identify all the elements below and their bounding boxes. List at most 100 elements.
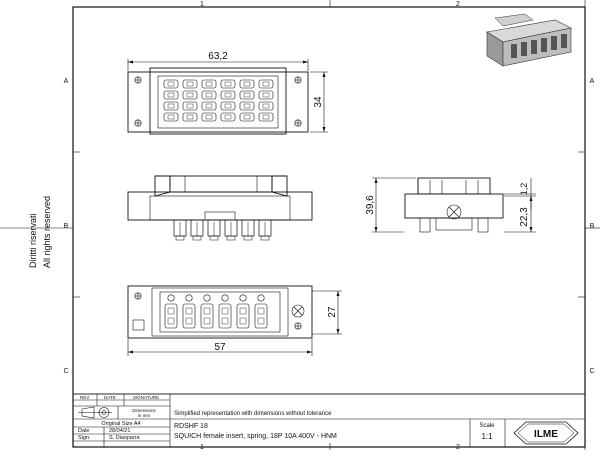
- original-size: Original Size A4: [101, 421, 140, 427]
- top-contact-cavity: [163, 90, 179, 100]
- sign-value: S. Diasparra: [109, 435, 141, 441]
- top-view-screws: [134, 76, 302, 127]
- scale-label: Scale: [479, 423, 495, 429]
- scale-value: 1:1: [481, 432, 493, 441]
- top-contact-spring: [167, 114, 175, 120]
- top-view: 63,2 34: [127, 51, 328, 135]
- front-view: [127, 175, 313, 241]
- top-contact-cavity: [163, 112, 179, 122]
- dim-side-small: 1,2: [519, 183, 529, 196]
- row-label-c-left: C: [63, 368, 68, 375]
- top-contact-spring: [243, 81, 251, 87]
- bottom-contact-spring: [167, 307, 175, 315]
- rights-note: All rights reserved: [42, 195, 52, 268]
- col-label-1-bottom: 1: [200, 444, 204, 450]
- top-contact-cavity: [239, 90, 255, 100]
- top-contact-spring: [205, 114, 213, 120]
- top-contact-cavity: [201, 79, 217, 89]
- bottom-contact-spring: [257, 307, 265, 315]
- top-contact-cavity: [182, 101, 198, 111]
- row-label-c-right: C: [589, 368, 594, 375]
- top-contact-spring: [167, 81, 175, 87]
- top-contact-cavity: [220, 79, 236, 89]
- bottom-contact-spring: [257, 317, 265, 325]
- top-contact-spring: [205, 103, 213, 109]
- top-contact-spring: [224, 81, 232, 87]
- top-contact-cavity: [182, 112, 198, 122]
- top-contact-cavity: [182, 79, 198, 89]
- top-contact-spring: [224, 103, 232, 109]
- top-contact-cavity: [258, 79, 274, 89]
- front-contact-tip: [192, 235, 202, 241]
- top-contact-spring: [262, 81, 270, 87]
- sign-label: Sign.: [78, 435, 91, 441]
- bottom-contact-spring: [239, 317, 247, 325]
- dimensions-unit: in mm: [138, 413, 151, 418]
- bottom-contact-hole: [185, 294, 193, 302]
- col-label-2-bottom: 2: [456, 444, 460, 450]
- dim-bottom-width: 57: [214, 342, 226, 353]
- rev-header-rev: REV.: [80, 395, 90, 400]
- bottom-contact-cavity: [164, 303, 178, 329]
- bottom-contact-cavity: [218, 303, 232, 329]
- dimensions-label: Dimensions: [132, 408, 156, 413]
- bottom-contact-spring: [221, 317, 229, 325]
- top-contact-spring: [186, 114, 194, 120]
- bottom-contact-hole: [257, 294, 265, 302]
- bottom-contact-hole: [167, 294, 175, 302]
- date-label: Date: [78, 428, 90, 434]
- bottom-contact-spring: [185, 307, 193, 315]
- front-contact-tip: [209, 235, 219, 241]
- row-label-b-left: B: [64, 223, 69, 230]
- bottom-contact-cavity: [182, 303, 196, 329]
- side-view: 39,6 1,2 22,3: [365, 177, 536, 233]
- dim-side-height: 22,3: [519, 207, 530, 227]
- top-contact-spring: [243, 92, 251, 98]
- top-contact-cavity: [258, 112, 274, 122]
- top-contact-spring: [186, 92, 194, 98]
- iso-thumbnail: [486, 13, 572, 67]
- front-view-contacts: [173, 219, 272, 241]
- top-contact-spring: [243, 103, 251, 109]
- dim-bottom-height: 27: [327, 306, 338, 318]
- top-contact-spring: [186, 103, 194, 109]
- top-contact-cavity: [220, 101, 236, 111]
- bottom-contact-grid: [164, 294, 268, 329]
- top-contact-cavity: [220, 112, 236, 122]
- logo-text: ILME: [534, 429, 558, 440]
- front-contact-tip: [226, 235, 236, 241]
- top-contact-spring: [186, 81, 194, 87]
- bottom-contact-cavity: [254, 303, 268, 329]
- top-contact-cavity: [182, 90, 198, 100]
- top-contact-cavity: [201, 101, 217, 111]
- top-contact-spring: [167, 103, 175, 109]
- top-contact-cavity: [163, 79, 179, 89]
- dim-top-height: 34: [313, 96, 324, 108]
- projection-symbol-icon: [78, 406, 112, 419]
- bottom-view: 27 57: [127, 285, 342, 356]
- bottom-contact-cavity: [200, 303, 214, 329]
- top-contact-spring: [205, 81, 213, 87]
- bottom-contact-cavity: [236, 303, 250, 329]
- front-contact-tip: [243, 235, 253, 241]
- rights-note-italian: Diritti riservati: [28, 213, 38, 268]
- top-contact-cavity: [239, 112, 255, 122]
- col-label-1-top: 1: [200, 1, 204, 8]
- row-label-a-left: A: [64, 78, 69, 85]
- top-contact-spring: [262, 114, 270, 120]
- front-contact-tip: [175, 235, 185, 241]
- top-contact-cavity: [239, 101, 255, 111]
- front-contact-tip: [260, 235, 270, 241]
- top-contact-spring: [205, 92, 213, 98]
- bottom-contact-hole: [203, 294, 211, 302]
- top-contact-spring: [262, 92, 270, 98]
- rev-header-date: DATE: [104, 395, 116, 400]
- bottom-contact-hole: [239, 294, 247, 302]
- top-contact-cavity: [220, 90, 236, 100]
- product-description: SQUICH female insert, spring, 18P 10A 40…: [174, 433, 337, 440]
- bottom-contact-spring: [221, 307, 229, 315]
- top-contact-cavity: [163, 101, 179, 111]
